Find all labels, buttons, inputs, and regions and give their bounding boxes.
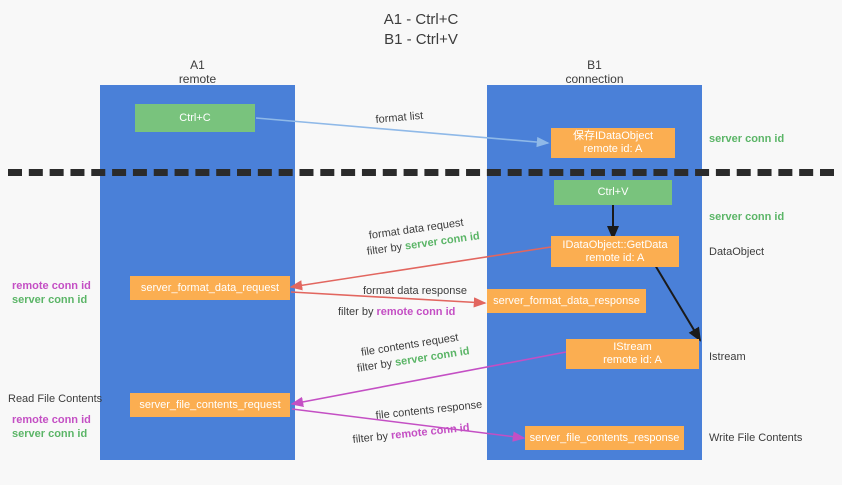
node-server-file-contents-request[interactable]: server_file_contents_request [130,393,290,417]
node-server-format-data-request-label: server_format_data_request [140,281,280,294]
page-title: A1 - Ctrl+C B1 - Ctrl+V [0,10,842,50]
edge-label-format-data-response-filter: filter by remote conn id [338,305,455,319]
lane-header-a1: A1 remote [100,58,295,86]
node-ctrl-v-line1: Ctrl+V [597,186,629,198]
node-server-format-data-response-label: server_format_data_response [493,294,640,307]
left-label-server-conn-id-2: server conn id [12,428,88,440]
title-line-1: A1 - Ctrl+C [383,11,459,28]
node-server-format-data-request[interactable]: server_format_data_request [130,276,290,300]
lane-a1-name: A1 [190,58,205,72]
filter-key-remote-conn-id: remote conn id [376,306,456,318]
node-server-format-data-response[interactable]: server_format_data_response [487,289,646,313]
node-server-file-contents-request-label: server_file_contents_request [139,398,281,411]
node-getdata-line1: IDataObject::GetData [562,238,668,251]
right-label-dataobject: DataObject [709,246,765,258]
node-istream[interactable]: IStream remote id: A [566,339,699,369]
node-ctrl-v[interactable]: Ctrl+V [554,180,672,205]
right-label-server-conn-id-top: server conn id [709,133,785,145]
left-label-remote-conn-id-1: remote conn id [12,280,91,292]
node-getdata[interactable]: IDataObject::GetData remote id: A [551,236,679,267]
edge-label-file-contents-response-filter: filter by remote conn id [352,421,470,447]
right-label-server-conn-id-mid: server conn id [709,211,785,223]
filter-prefix: filter by [366,240,406,258]
filter-key-remote-conn-id: remote conn id [390,421,471,442]
left-label-read-file-contents: Read File Contents [8,393,103,405]
node-save-idataobject-line1: 保存IDataObject [572,130,654,142]
node-istream-line2: remote id: A [603,354,662,366]
node-save-idataobject[interactable]: 保存IDataObject remote id: A [551,128,675,158]
node-getdata-line2: remote id: A [585,251,645,264]
node-server-file-contents-response[interactable]: server_file_contents_response [525,426,684,450]
lane-header-b1: B1 connection [487,58,702,86]
right-label-istream: Istream [709,351,746,363]
left-label-remote-conn-id-2: remote conn id [12,414,91,426]
title-line-2: B1 - Ctrl+V [384,31,458,48]
node-ctrl-c[interactable]: Ctrl+C [135,104,255,132]
right-label-write-file-contents: Write File Contents [709,432,803,444]
phase-separator-dashed-line [8,169,834,176]
filter-prefix: filter by [338,306,377,318]
lane-a1-sub: remote [178,72,217,86]
node-server-file-contents-response-label: server_file_contents_response [529,431,680,444]
node-istream-line1: IStream [613,341,652,353]
lane-b1-sub: connection [565,72,624,86]
node-ctrl-c-line1: Ctrl+C [179,111,211,124]
edge-label-format-data-response: format data response [363,285,467,297]
edge-label-format-list: format list [375,109,424,126]
filter-prefix: filter by [352,429,392,446]
node-save-idataobject-line2: remote id: A [583,143,643,155]
edge-label-file-contents-response: file contents response [375,398,483,422]
left-label-server-conn-id-1: server conn id [12,294,88,306]
lane-b1-name: B1 [587,58,602,72]
